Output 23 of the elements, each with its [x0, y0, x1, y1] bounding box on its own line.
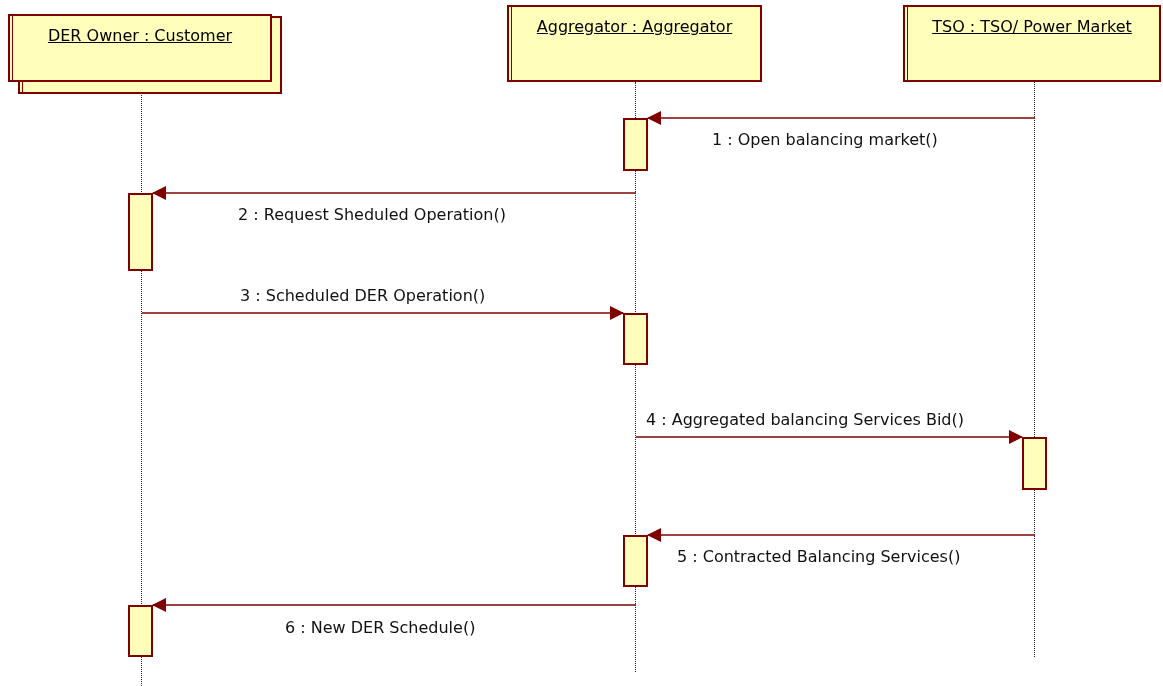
- object-name: TSO : TSO/ Power Market: [931, 17, 1133, 36]
- message-label: 4 : Aggregated balancing Services Bid(): [644, 410, 966, 430]
- message-arrow: [152, 186, 637, 200]
- activation-bar: [623, 535, 648, 587]
- object-box: [507, 5, 762, 82]
- message-arrow: [635, 430, 1023, 444]
- message-arrow: [647, 111, 1036, 125]
- object-box: [8, 14, 272, 82]
- message-label: 1 : Open balancing market(): [710, 130, 940, 150]
- message-arrow: [152, 598, 637, 612]
- message-arrow: [647, 528, 1036, 542]
- object-box: [903, 5, 1161, 82]
- message-label: 5 : Contracted Balancing Services(): [675, 547, 963, 567]
- object-name: Aggregator : Aggregator: [535, 17, 734, 36]
- activation-bar: [623, 118, 648, 171]
- activation-bar: [128, 193, 153, 271]
- message-label: 2 : Request Sheduled Operation(): [236, 205, 508, 225]
- activation-bar: [128, 605, 153, 657]
- message-label: 6 : New DER Schedule(): [283, 618, 478, 638]
- activation-bar: [1022, 437, 1047, 490]
- message-arrow: [141, 306, 624, 320]
- object-name: DER Owner : Customer: [46, 26, 234, 45]
- activation-bar: [623, 313, 648, 365]
